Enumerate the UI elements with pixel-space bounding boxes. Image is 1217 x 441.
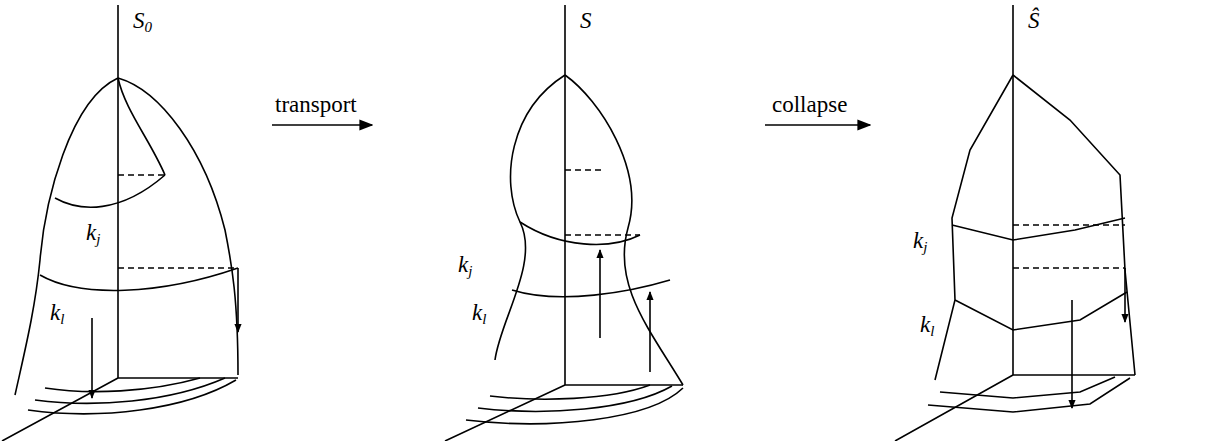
- surface-name: S0: [133, 8, 152, 33]
- transport-arrow: [272, 124, 372, 126]
- collapse-arrow: [765, 124, 870, 126]
- surface-name: Ŝ: [1028, 8, 1040, 33]
- index-label: kl: [920, 312, 934, 337]
- index-label: kj: [458, 252, 472, 277]
- index-label: kl: [50, 300, 64, 325]
- surface-s: [445, 5, 683, 441]
- surface-s0: [2, 5, 238, 441]
- operation-label: transport: [275, 92, 357, 117]
- index-label: kl: [472, 300, 486, 325]
- operation-label: collapse: [772, 92, 847, 117]
- index-label: kj: [86, 220, 100, 245]
- index-label: kj: [913, 228, 927, 253]
- surface-s-hat: [895, 5, 1135, 441]
- surface-name: S: [580, 8, 592, 33]
